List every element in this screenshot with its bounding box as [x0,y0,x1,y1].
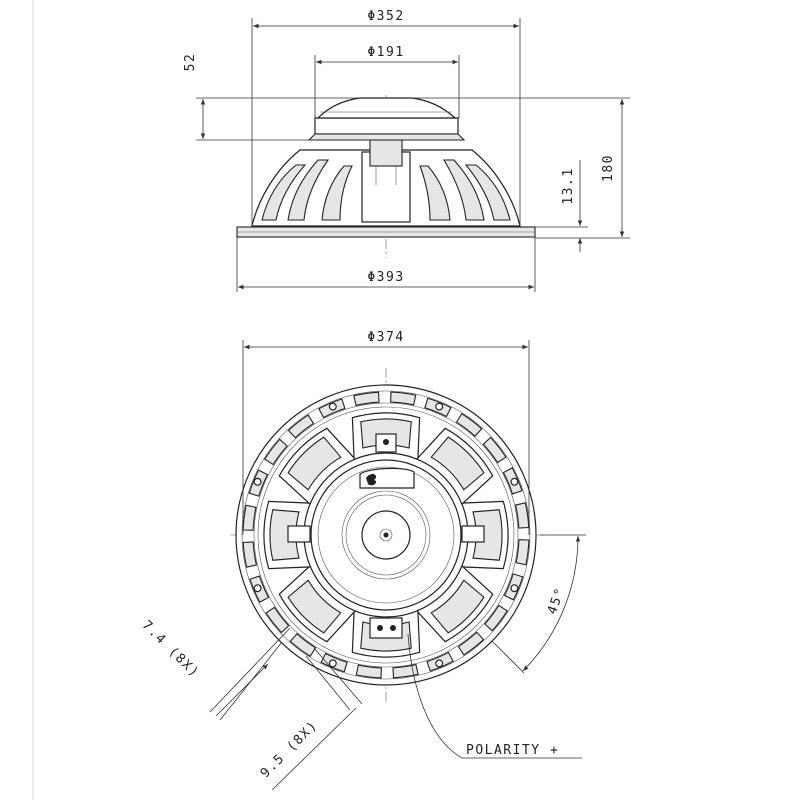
front-magnet-ring [317,466,455,604]
side-basket-window-2 [287,159,330,221]
basket-window-inner [430,436,485,491]
basket-window-inner [430,579,485,634]
hole-dim-line-1 [209,627,291,713]
rim-slot [242,541,258,568]
side-basket-window-5 [443,159,485,221]
basket-window-inner [287,436,342,491]
angle-arc-45 [522,535,581,672]
dim-label-13: 13.1 [561,167,576,204]
slot-dim-line-2 [313,647,363,705]
side-magnet-plate [314,117,459,135]
front-pole-ring-2 [345,494,427,576]
logo-icon [366,474,377,486]
dim-label-9-5: 9.5 (8X) [258,718,321,781]
side-basket-window-6 [464,164,511,221]
slot-dim-leader [271,707,357,791]
dim-label-52: 52 [183,53,198,72]
front-frame-ring-1 [241,390,531,680]
mounting-hole [253,584,262,593]
side-basket-window-4 [419,165,451,221]
rim-slot [355,664,382,679]
side-basket-window-1 [261,164,307,221]
dim-label-352: Φ352 [367,9,404,24]
front-vent-dot [383,532,389,538]
mounting-hole [435,659,444,668]
side-magnet [307,133,466,141]
rim-slot [455,412,483,437]
basket-window-inner [269,509,300,561]
rim-slot [390,391,417,406]
dim-label-7-4: 7.4 (8X) [139,618,202,681]
dim-label-374: Φ374 [367,330,404,345]
rim-slot [514,502,530,529]
basket-window-inner [287,579,342,634]
rim-slots [242,391,530,679]
front-vent [379,528,393,542]
hole-dim-leader [215,663,269,717]
mounting-hole [510,477,519,486]
polarity-leader [407,633,582,759]
front-tab-left [287,525,311,543]
mounting-hole [328,402,337,411]
rim-slot [289,633,317,658]
front-terminal-bottom-pin-2 [390,625,396,631]
rim-slot [242,504,257,531]
dim-label-191: Φ191 [367,45,404,60]
front-view: Φ374 45° 7.4 (8X) 9.5 (8X) POLARITY + [139,330,586,791]
front-pole-ring-1 [341,490,431,580]
mounting-hole [253,477,262,486]
front-frame-ring-2 [253,402,519,668]
rim-slot [265,606,290,634]
side-basket-window-3 [321,165,353,221]
side-view: Φ352 Φ191 52 180 13.1 Φ393 [183,9,630,292]
front-terminal-top-pin [383,439,389,445]
side-magnet-top [316,97,457,119]
rim-slot [287,414,315,439]
mounting-holes [253,402,519,668]
side-terminal-clip [369,139,403,167]
basket-window-inner [472,509,503,561]
mounting-hole [328,659,337,668]
rim-slot [263,438,288,466]
dim-label-45: 45° [545,585,569,616]
front-terminal-bottom-pin-1 [377,625,383,631]
dim-label-393: Φ393 [367,270,404,285]
angle-ref-line-diag [491,640,525,674]
front-frame-ring-3 [257,406,515,664]
rim-slot [353,391,380,407]
rim-slot [457,631,485,656]
polarity-label: POLARITY + [466,743,559,758]
dim-label-180: 180 [601,154,616,182]
rim-slot [484,604,509,632]
front-tab-right [461,525,485,543]
slot-dim-line-1 [305,655,351,711]
mounting-hole [510,584,519,593]
front-terminal-bottom [369,617,403,639]
rim-slot [482,436,507,464]
mounting-hole [435,402,444,411]
